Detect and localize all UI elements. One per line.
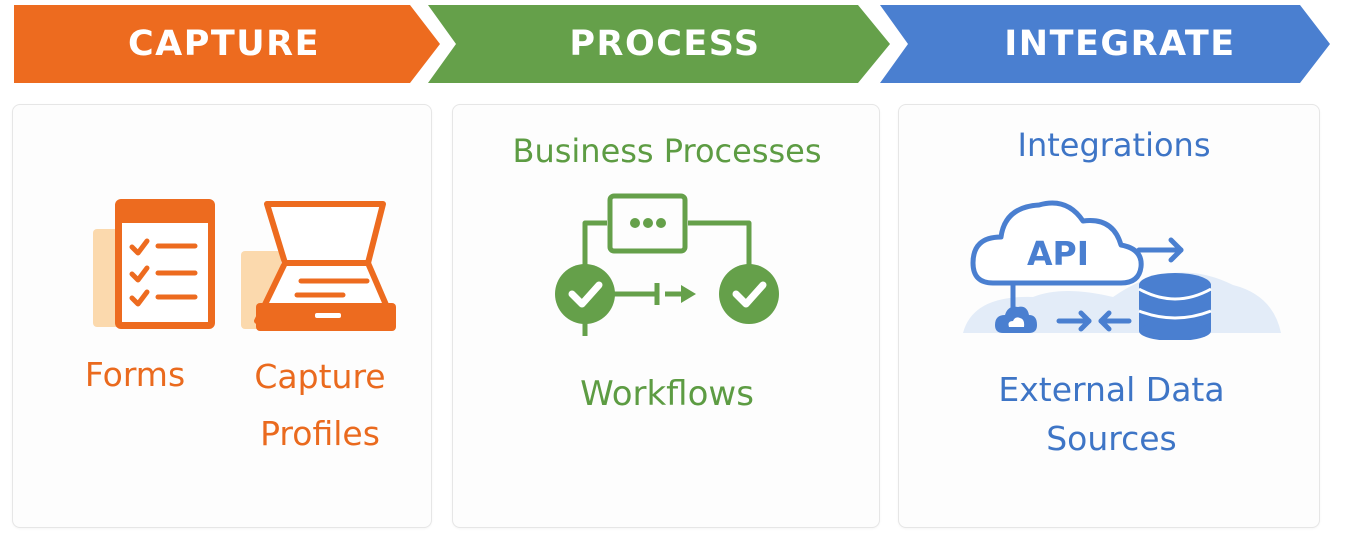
stage-label-capture: CAPTURE	[127, 24, 321, 64]
capture-profiles-label-line1: Capture	[254, 357, 386, 396]
stage-banner: CAPTURE PROCESS INTEGRATE	[0, 0, 1345, 90]
checklist-form-icon	[93, 199, 215, 329]
process-card: Business Processes Workflows	[452, 104, 880, 528]
integrate-card: Integrations API	[898, 104, 1320, 528]
chevron-arrows	[14, 5, 1330, 83]
forms-label: Forms	[84, 355, 186, 394]
stage-label-process: PROCESS	[569, 24, 761, 64]
scanner-icon	[241, 201, 396, 331]
business-processes-title: Business Processes	[512, 132, 822, 170]
api-cloud-database-icon: API	[963, 200, 1281, 340]
integrations-title: Integrations	[1017, 126, 1211, 164]
external-data-sources-label-line2: Sources	[1046, 419, 1177, 458]
workflows-label: Workflows	[580, 374, 754, 414]
capture-chevron	[14, 5, 440, 83]
external-data-sources-label-line1: External Data	[998, 370, 1225, 409]
workflow-diagram-icon	[555, 193, 779, 336]
stage-label-integrate: INTEGRATE	[1004, 24, 1236, 64]
process-chevron	[428, 5, 890, 83]
integrate-chevron	[880, 5, 1330, 83]
api-text: API	[1027, 234, 1089, 273]
capture-card: Forms Capture Profiles	[12, 104, 432, 528]
capture-profiles-label-line2: Profiles	[260, 414, 380, 453]
